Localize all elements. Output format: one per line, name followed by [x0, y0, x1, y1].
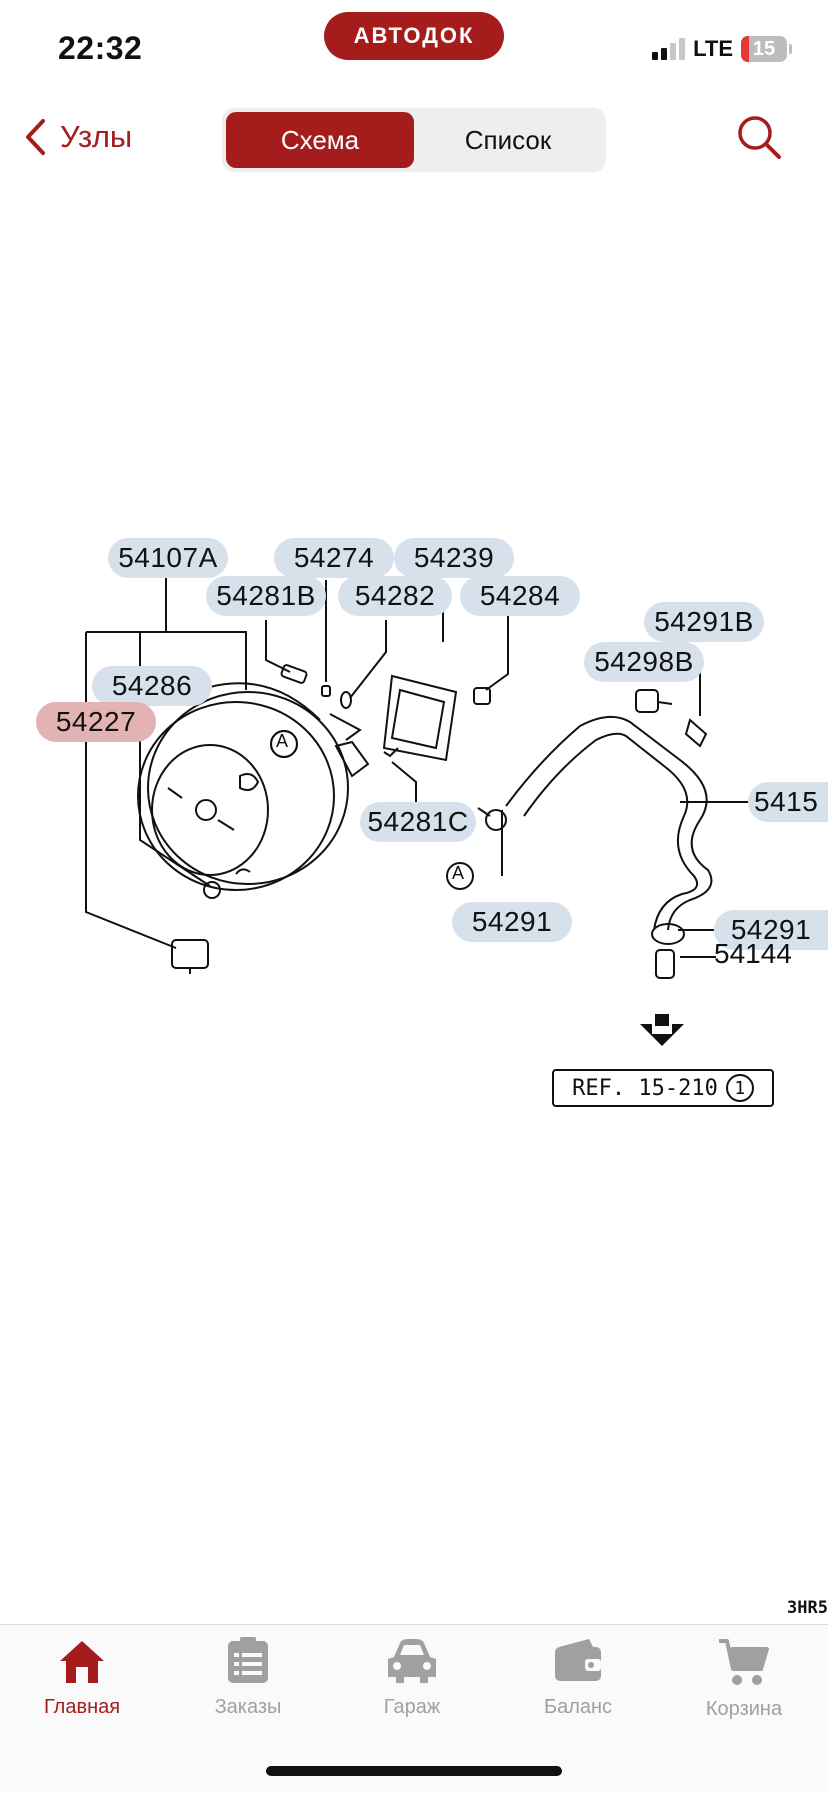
tab-cart[interactable]: Корзина: [674, 1637, 814, 1721]
callout-54227[interactable]: 54227: [36, 702, 156, 742]
brand-logo: АВТОДОК: [324, 12, 504, 60]
orders-icon: [228, 1637, 268, 1683]
callout-54274[interactable]: 54274: [274, 538, 394, 578]
search-icon: [738, 116, 781, 159]
callout-5415[interactable]: 5415: [748, 782, 828, 822]
back-button[interactable]: Узлы: [24, 118, 132, 156]
callout-54281b[interactable]: 54281B: [206, 576, 326, 616]
home-indicator[interactable]: [266, 1766, 562, 1776]
view-segmented-control: Схема Список: [222, 108, 606, 172]
tab-garage[interactable]: Гараж: [342, 1637, 482, 1719]
chevron-left-icon: [26, 119, 45, 155]
marker-a-booster: A: [276, 731, 289, 751]
reference-box[interactable]: REF. 15-210 1: [552, 1069, 774, 1107]
tab-balance-label: Баланс: [543, 1696, 613, 1718]
diagram-code: 3HR5: [787, 1598, 828, 1618]
tab-home-label: Главная: [43, 1696, 121, 1718]
cart-icon: [719, 1639, 769, 1685]
callout-54291-hose[interactable]: 54291: [452, 902, 572, 942]
tab-home[interactable]: Главная: [12, 1637, 152, 1719]
tab-balance[interactable]: Баланс: [508, 1637, 648, 1719]
callout-54291-clamp[interactable]: 54291: [714, 910, 828, 950]
tab-cart-label: Корзина: [705, 1698, 783, 1720]
bottom-tab-bar: Главная Заказы Гараж Баланс К: [0, 1624, 828, 1793]
callout-54107a[interactable]: 54107A: [108, 538, 228, 578]
tab-orders-label: Заказы: [214, 1696, 282, 1718]
status-indicators: LTE 15: [652, 36, 792, 62]
tab-scheme[interactable]: Схема: [226, 112, 414, 168]
callout-54239[interactable]: 54239: [394, 538, 514, 578]
cellular-signal-icon: [652, 38, 686, 60]
label-54144[interactable]: 54144: [714, 938, 792, 969]
tab-garage-label: Гараж: [383, 1696, 441, 1718]
status-time: 22:32: [58, 30, 143, 66]
callout-54282[interactable]: 54282: [338, 576, 452, 616]
tab-list[interactable]: Список: [464, 124, 552, 155]
reference-number: 1: [725, 1074, 754, 1102]
wallet-icon: [555, 1639, 601, 1681]
callout-54281c[interactable]: 54281C: [360, 802, 476, 842]
callout-54298b[interactable]: 54298B: [584, 642, 704, 682]
tab-orders[interactable]: Заказы: [178, 1637, 318, 1719]
callout-54291b[interactable]: 54291B: [644, 602, 764, 642]
reference-text: REF. 15-210: [572, 1075, 718, 1101]
network-type: LTE: [693, 36, 733, 61]
marker-a-hose: A: [452, 863, 465, 883]
car-icon: [388, 1639, 436, 1683]
diagram-drawing: [85, 578, 750, 1046]
home-icon: [60, 1641, 104, 1683]
battery-icon: 15: [741, 36, 787, 62]
back-label: Узлы: [60, 119, 133, 154]
battery-level: 15: [752, 37, 776, 60]
search-button[interactable]: [736, 114, 782, 165]
parts-diagram[interactable]: A A 54107A 54274 54239 54281B 54282 5428…: [0, 520, 828, 1220]
callout-54284[interactable]: 54284: [460, 576, 580, 616]
callout-54286[interactable]: 54286: [92, 666, 212, 706]
